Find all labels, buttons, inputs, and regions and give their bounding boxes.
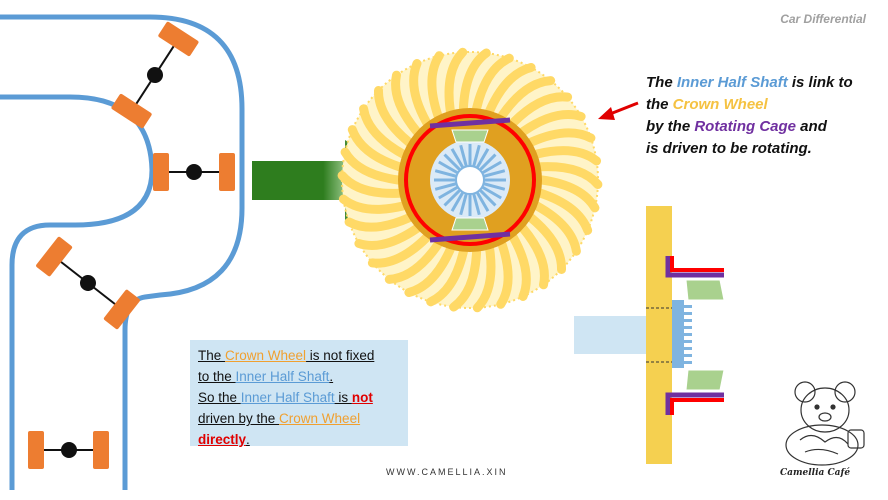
rotating-cage-term: Rotating Cage <box>694 118 797 135</box>
inner-half-shaft-term: Inner Half Shaft <box>676 74 788 91</box>
car-axle-icon <box>36 236 140 330</box>
crown-wheel-term: Crown Wheel <box>672 96 768 113</box>
car-axle-icon <box>111 21 199 129</box>
explanation-text-part: The <box>646 74 677 91</box>
note-text-part: driven by the <box>198 411 280 426</box>
explanation-text-part: by the <box>646 118 695 135</box>
crown-wheel-term: Crown Wheel <box>225 348 307 363</box>
car-axle-icon <box>28 431 109 469</box>
page-title: Car Differential <box>780 12 866 26</box>
note-box: The Crown Wheel is not fixed to the Inne… <box>190 340 408 447</box>
website-url: WWW.CAMELLIA.XIN <box>386 467 508 477</box>
pointer-arrow-icon <box>598 101 639 120</box>
logo-text: Camellia Café <box>780 468 851 478</box>
note-text-part: is not fixed <box>306 348 375 363</box>
differential-cross-section <box>574 206 725 464</box>
inner-half-shaft-term: Inner Half Shaft <box>235 369 330 384</box>
bear-logo-icon <box>785 381 865 466</box>
note-text-part: So the <box>198 390 241 405</box>
note-text-part: is <box>334 390 352 405</box>
not-emphasis: not <box>351 390 373 405</box>
explanation-text-part: and <box>796 118 827 135</box>
explanation-text-part: is link to <box>787 74 853 91</box>
explanation-text: The Inner Half Shaft is link to the Crow… <box>646 72 886 160</box>
note-text-part: . <box>246 432 250 447</box>
directly-emphasis: directly <box>198 432 247 447</box>
crown-wheel-gear <box>337 47 603 313</box>
note-text-part: . <box>329 369 334 384</box>
note-text-part: The <box>198 348 226 363</box>
note-text-part: to the <box>198 369 236 384</box>
explanation-text-part: the <box>646 96 673 113</box>
crown-wheel-term: Crown Wheel <box>279 411 361 426</box>
inner-half-shaft-term: Inner Half Shaft <box>240 390 335 405</box>
explanation-text-part: is driven to be rotating. <box>646 140 812 157</box>
car-axle-icon <box>153 153 235 191</box>
